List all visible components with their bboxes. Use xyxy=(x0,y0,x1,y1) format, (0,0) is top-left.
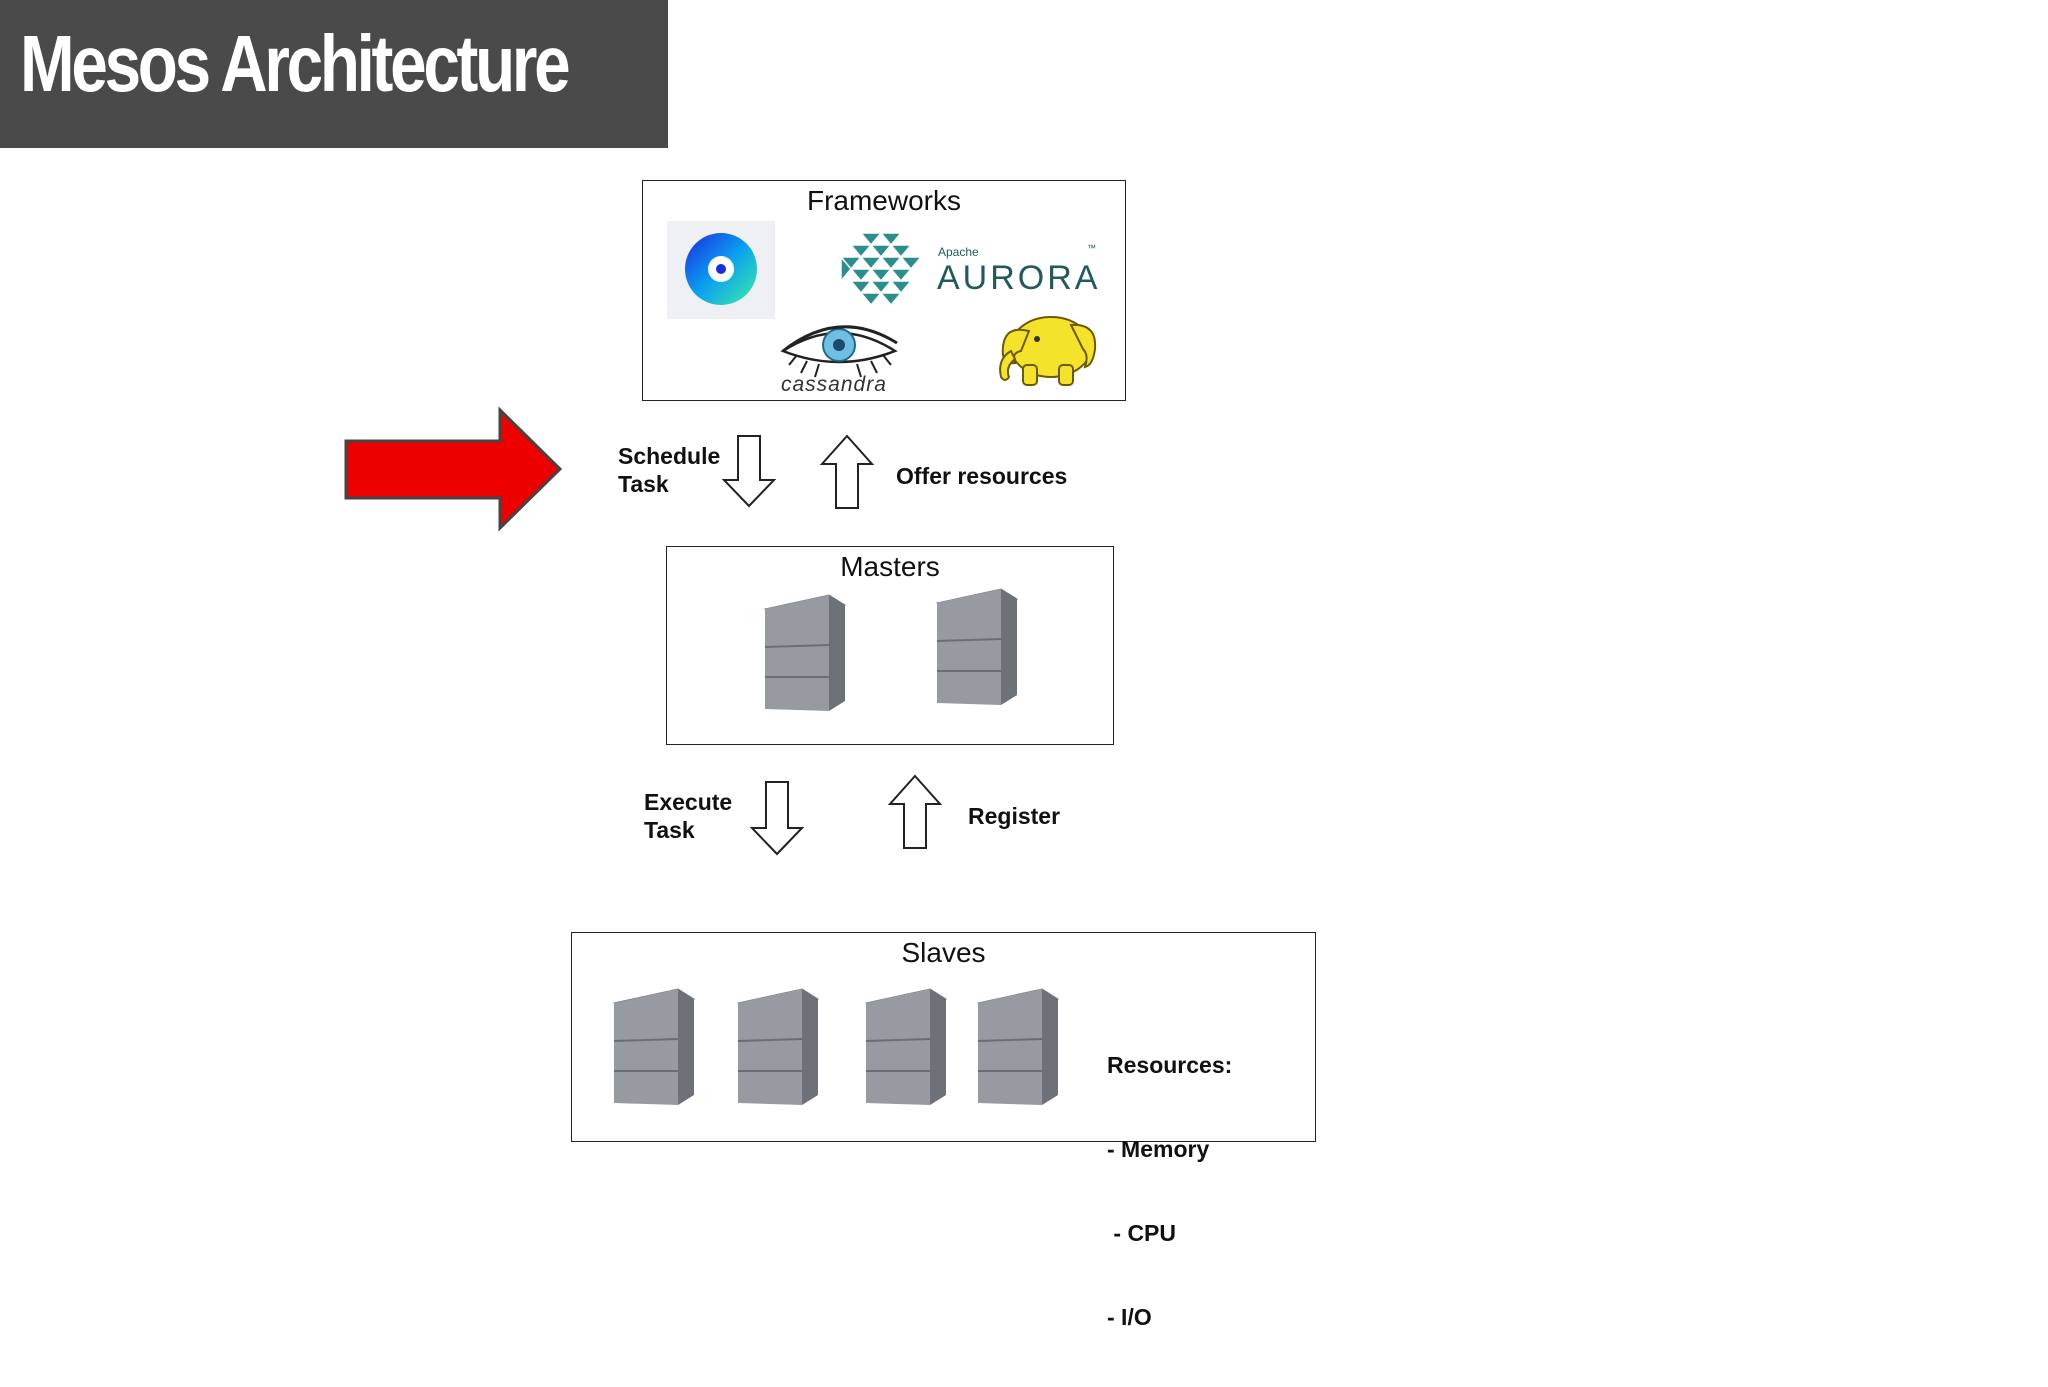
frameworks-heading: Frameworks xyxy=(806,185,961,216)
slave-server-icon xyxy=(976,988,1060,1105)
hadoop-elephant-logo-icon xyxy=(999,316,1097,386)
schedule-task-label: Schedule Task xyxy=(618,442,720,498)
frameworks-box: Frameworks xyxy=(642,180,1126,401)
page-title: Mesos Architecture xyxy=(20,19,571,108)
up-arrow-offer-icon xyxy=(819,434,875,509)
schedule-label-line1: Schedule xyxy=(618,443,721,469)
resource-item: - I/O xyxy=(1107,1304,1152,1330)
resource-item: - Memory xyxy=(1107,1136,1210,1162)
master-server-icon xyxy=(935,588,1019,705)
down-arrow-execute-icon xyxy=(749,781,805,856)
masters-box: Masters xyxy=(666,546,1114,745)
aurora-tm-text: ™ xyxy=(1087,243,1096,253)
resources-title: Resources: xyxy=(1107,1052,1233,1078)
slave-server-icon xyxy=(864,988,948,1105)
aurora-hex-logo-icon xyxy=(839,232,923,307)
cassandra-eye-logo-icon xyxy=(780,325,898,378)
slave-server-icon xyxy=(736,988,820,1105)
execute-label-line2: Task xyxy=(644,817,695,843)
red-pointer-arrow-icon xyxy=(344,406,563,532)
slaves-box: Slaves Resources: - Memory - CPU - I/O xyxy=(571,932,1316,1330)
master-server-icon xyxy=(763,594,847,711)
resources-list: Resources: - Memory - CPU - I/O xyxy=(1107,995,1232,1387)
slaves-heading: Slaves xyxy=(901,937,986,968)
cassandra-logo-text: cassandra xyxy=(781,373,887,396)
down-arrow-schedule-icon xyxy=(721,435,777,508)
slave-server-icon xyxy=(612,988,696,1105)
schedule-label-line2: Task xyxy=(618,471,669,497)
masters-heading: Masters xyxy=(840,551,940,582)
execute-label-line1: Execute xyxy=(644,789,733,815)
offer-resources-label: Offer resources xyxy=(896,463,1068,489)
execute-task-label: Execute Task xyxy=(644,788,732,844)
aurora-logo-text: AURORA xyxy=(937,259,1101,297)
title-banner: Mesos Architecture xyxy=(0,0,668,148)
resource-item: - CPU xyxy=(1107,1220,1176,1246)
disc-framework-logo-icon xyxy=(667,221,775,319)
up-arrow-register-icon xyxy=(887,774,943,849)
aurora-small-text: Apache xyxy=(938,245,979,259)
register-label: Register xyxy=(968,803,1061,829)
